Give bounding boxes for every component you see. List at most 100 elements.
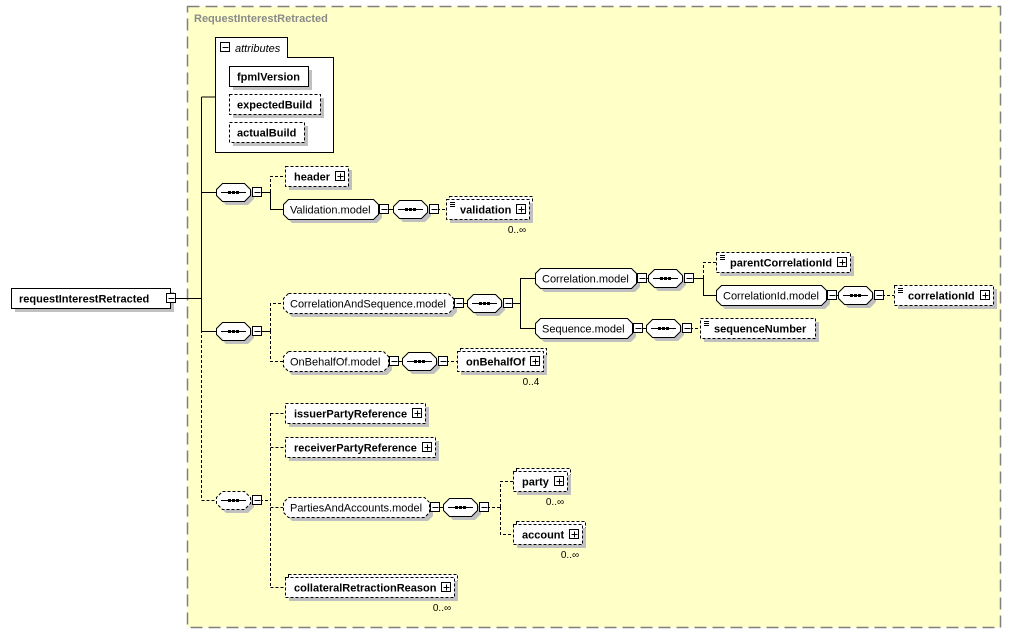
collapse-icon[interactable] xyxy=(684,273,694,283)
collapse-icon[interactable] xyxy=(252,326,262,336)
sequence-compositor-correlation-and-sequence[interactable] xyxy=(467,294,513,317)
collapse-icon[interactable] xyxy=(389,356,399,366)
model-group-CorrelationId.model[interactable]: CorrelationId.model xyxy=(716,285,837,310)
sequence-icon xyxy=(407,360,432,363)
group-box xyxy=(716,285,827,306)
element-box xyxy=(285,403,426,424)
element-correlationId[interactable]: correlationId xyxy=(894,285,998,310)
element-label: correlationId xyxy=(908,291,975,303)
collapse-icon[interactable] xyxy=(682,323,692,333)
sequence-compositor-2[interactable] xyxy=(216,322,262,345)
connector-line xyxy=(703,262,716,278)
group-label: Validation.model xyxy=(290,205,371,217)
element-receiverPartyReference[interactable]: receiverPartyReference xyxy=(285,437,440,462)
collapse-icon[interactable] xyxy=(633,323,643,333)
expand-icon[interactable] xyxy=(422,442,432,452)
collapse-icon[interactable] xyxy=(454,298,464,308)
occurrence-label: 0..∞ xyxy=(433,603,451,614)
element-label: issuerPartyReference xyxy=(294,409,407,421)
sequence-icon xyxy=(221,191,246,194)
root-element[interactable]: requestInterestRetracted xyxy=(11,288,176,313)
attribute-expectedBuild[interactable]: expectedBuild xyxy=(229,94,325,119)
element-box xyxy=(285,577,455,598)
sequence-icon xyxy=(448,506,473,509)
model-group-CorrelationAndSequence.model[interactable]: CorrelationAndSequence.model xyxy=(283,293,464,318)
sequence-icon xyxy=(651,327,676,330)
expand-icon[interactable] xyxy=(569,529,579,539)
element-label: onBehalfOf xyxy=(466,357,526,369)
attribute-fpmlVersion[interactable]: fpmlVersion xyxy=(229,66,313,91)
connector-line xyxy=(520,278,535,303)
connector-lines xyxy=(176,96,894,588)
collapse-icon[interactable] xyxy=(637,273,647,283)
model-group-PartiesAndAccounts.model[interactable]: PartiesAndAccounts.model xyxy=(283,497,440,522)
expand-icon[interactable] xyxy=(441,582,451,592)
sequence-compositor-1[interactable] xyxy=(216,183,262,206)
attributes-panel: attributes fpmlVersion expectedBuild actual… xyxy=(215,37,334,153)
collapse-icon[interactable] xyxy=(429,204,439,214)
collapse-icon[interactable] xyxy=(874,290,884,300)
element-issuerPartyReference[interactable]: issuerPartyReference xyxy=(285,403,430,428)
documentation-icon xyxy=(898,288,903,293)
group-label: CorrelationId.model xyxy=(723,291,819,303)
collapse-icon[interactable] xyxy=(166,293,176,303)
documentation-icon xyxy=(450,202,455,207)
expand-icon[interactable] xyxy=(554,476,564,486)
collapse-icon[interactable] xyxy=(379,204,389,214)
element-sequenceNumber[interactable]: sequenceNumber xyxy=(700,318,820,343)
connector-line xyxy=(270,303,283,331)
collapse-icon[interactable] xyxy=(438,356,448,366)
collapse-icon[interactable] xyxy=(252,187,262,197)
connector-line xyxy=(270,331,283,362)
expand-icon[interactable] xyxy=(980,290,990,300)
sequence-compositor-validation[interactable] xyxy=(393,200,439,223)
group-label: Sequence.model xyxy=(542,324,625,336)
collapse-icon[interactable] xyxy=(503,298,513,308)
connector-line xyxy=(520,303,535,329)
collapse-icon[interactable] xyxy=(479,502,489,512)
group-box xyxy=(283,497,430,518)
element-label: party xyxy=(522,477,550,489)
group-title: RequestInterestRetracted xyxy=(194,13,328,25)
group-box xyxy=(283,351,389,372)
sequence-compositor-parties-and-accounts[interactable] xyxy=(443,498,489,521)
element-box xyxy=(446,199,530,220)
model-group-Validation.model[interactable]: Validation.model xyxy=(283,199,389,224)
element-box xyxy=(700,318,816,339)
model-group-Sequence.model[interactable]: Sequence.model xyxy=(535,318,643,343)
element-parentCorrelationId[interactable]: parentCorrelationId xyxy=(716,252,855,277)
attribute-box xyxy=(229,94,321,115)
sequence-compositor-3[interactable] xyxy=(216,491,262,514)
connector-line xyxy=(270,192,283,210)
element-label: validation xyxy=(460,205,512,217)
attribute-actualBuild[interactable]: actualBuild xyxy=(229,122,309,147)
expand-icon[interactable] xyxy=(412,408,422,418)
expand-icon[interactable] xyxy=(335,171,345,181)
collapse-icon[interactable] xyxy=(827,290,837,300)
occurrence-label: 0..∞ xyxy=(561,550,579,561)
sequence-compositor-correlation[interactable] xyxy=(648,269,694,292)
collapse-icon[interactable] xyxy=(220,42,230,52)
sequence-compositor-correlation-id[interactable] xyxy=(838,286,884,309)
sequence-compositor-on-behalf-of[interactable] xyxy=(402,352,448,375)
attribute-label: expectedBuild xyxy=(237,100,312,112)
sequence-compositor-sequence[interactable] xyxy=(646,319,692,342)
collapse-icon[interactable] xyxy=(252,495,262,505)
collapse-icon[interactable] xyxy=(430,502,440,512)
model-group-OnBehalfOf.model[interactable]: OnBehalfOf.model xyxy=(283,351,399,376)
element-header[interactable]: header xyxy=(285,166,353,191)
expand-icon[interactable] xyxy=(837,257,847,267)
element-label: sequenceNumber xyxy=(714,324,807,336)
expand-icon[interactable] xyxy=(516,204,526,214)
expand-icon[interactable] xyxy=(530,356,540,366)
root-label: requestInterestRetracted xyxy=(19,294,149,306)
documentation-icon xyxy=(704,321,709,326)
model-group-Correlation.model[interactable]: Correlation.model xyxy=(535,268,647,293)
attributes-title: attributes xyxy=(235,43,281,55)
element-box xyxy=(513,524,583,545)
